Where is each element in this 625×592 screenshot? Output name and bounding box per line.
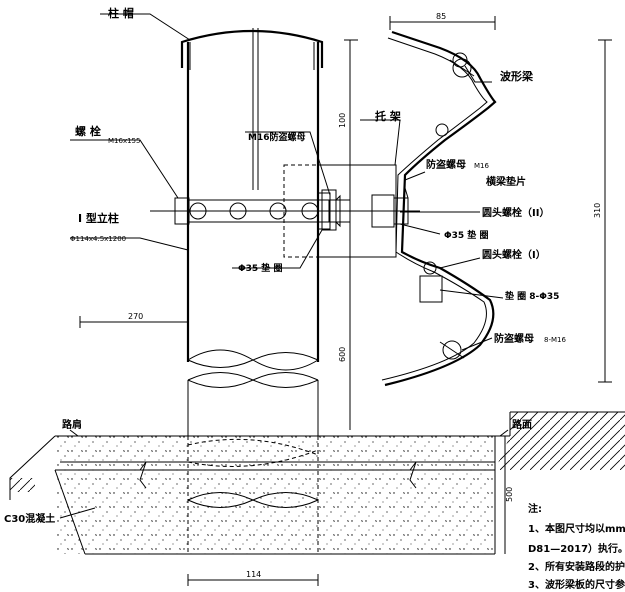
dim-114: 114 — [246, 570, 261, 579]
note-1b: D81—2017）执行。 — [528, 542, 625, 555]
label-round-bolt-1: 圆头螺栓（I） — [482, 248, 546, 261]
dim-310: 310 — [593, 203, 602, 218]
notes-title: 注: — [528, 502, 542, 515]
dim-600: 600 — [338, 347, 347, 362]
label-m16-nut: M16防盗螺母 — [248, 131, 305, 143]
label-washer8: 垫 圈 8-Φ35 — [505, 290, 559, 302]
bracket-part — [283, 164, 409, 258]
wave-beam-profile — [381, 30, 497, 387]
label-washer35: Φ35 垫 圈 — [238, 262, 282, 274]
dim-85: 85 — [436, 12, 446, 21]
note-1: 1、本图尺寸均以mm计， — [528, 522, 625, 535]
label-washer35-b: Φ35 垫 圈 — [444, 229, 488, 241]
label-beam-pad: 横梁垫片 — [486, 175, 526, 188]
label-post-cap: 柱 帽 — [108, 6, 134, 20]
labels: 柱 帽 螺 栓 M16x155 I 型立柱 Φ114x4.5x1200 M16防… — [4, 6, 566, 525]
label-shoulder: 路肩 — [62, 418, 82, 431]
note-3: 3、波形梁板的尺寸参见 — [528, 578, 625, 591]
label-bolt: 螺 栓 — [75, 124, 101, 138]
label-bracket: 托 架 — [375, 109, 401, 123]
label-bolt-spec: M16x155 — [108, 137, 140, 145]
label-concrete: C30混凝土 — [4, 512, 55, 525]
note-2: 2、所有安装路段的护栏 — [528, 560, 625, 573]
label-wave-beam: 波形梁 — [500, 69, 534, 83]
label-round-bolt-2: 圆头螺栓（II） — [482, 206, 549, 219]
label-i-post-spec: Φ114x4.5x1200 — [70, 235, 126, 243]
dim-500: 500 — [505, 487, 514, 502]
foundation — [9, 411, 625, 555]
dim-100: 100 — [338, 113, 347, 128]
post-bolt — [150, 192, 420, 230]
dim-270: 270 — [128, 312, 143, 321]
dimension-texts: 85 100 310 270 600 500 114 — [128, 12, 602, 579]
label-anti-theft-nut-spec: M16 — [474, 162, 489, 170]
dimension-lines — [79, 16, 612, 586]
label-anti-theft-nut-2: 防盗螺母 — [494, 332, 534, 345]
label-i-post: I 型立柱 — [78, 211, 119, 225]
label-anti-theft-nut-2-spec: 8-M16 — [544, 336, 566, 344]
label-anti-theft-nut: 防盗螺母 — [426, 158, 466, 171]
notes: 注: 1、本图尺寸均以mm计， D81—2017）执行。 2、所有安装路段的护栏… — [528, 502, 625, 591]
leader-lines — [59, 13, 509, 519]
label-road-surface: 路面 — [512, 418, 532, 431]
